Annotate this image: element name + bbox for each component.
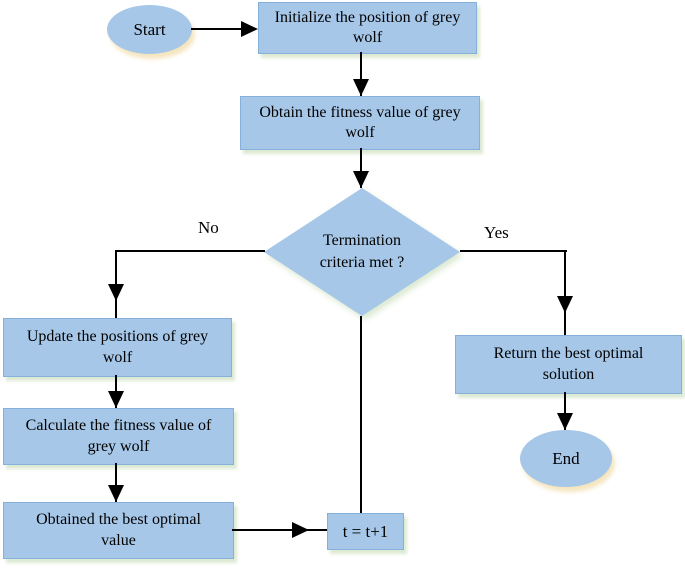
edge-return-end [564, 392, 566, 430]
node-initialize-label: Initialize the position of grey wolf [274, 8, 461, 46]
arrowhead-down-icon [108, 485, 124, 502]
node-start: Start [107, 5, 192, 54]
edge-obtain-termination [360, 148, 362, 188]
edge-increment-termination [360, 316, 362, 513]
arrowhead-down-icon [353, 171, 369, 188]
node-return-label: Return the best optimal solution [493, 345, 644, 383]
arrowhead-right-icon [292, 522, 309, 538]
edge-termination-yes-vertical [564, 250, 566, 335]
edge-start-initialize [191, 28, 251, 30]
edge-label-no: No [196, 218, 221, 238]
node-end: End [520, 430, 612, 487]
node-update-label: Update the positions of grey wolf [26, 328, 209, 366]
node-calculate-label: Calculate the fitness value of grey wolf [25, 417, 212, 455]
edge-bestoptimal-increment [232, 529, 327, 531]
node-termination-decision: Termination criteria met ? [264, 188, 460, 316]
node-best-optimal-label: Obtained the best optimal value [36, 511, 201, 549]
node-increment-t: t = t+1 [327, 513, 404, 550]
node-obtain-fitness: Obtain the fitness value of grey wolf [240, 96, 480, 150]
arrowhead-down-icon [108, 284, 124, 301]
node-end-label: End [552, 448, 580, 468]
edge-termination-no-horizontal [115, 250, 265, 252]
node-best-optimal-value: Obtained the best optimal value [3, 502, 234, 559]
node-increment-label: t = t+1 [342, 521, 389, 541]
node-calculate-fitness: Calculate the fitness value of grey wolf [3, 408, 234, 465]
edge-initialize-obtain [360, 52, 362, 96]
node-return-solution: Return the best optimal solution [455, 335, 682, 394]
arrowhead-down-icon [557, 296, 573, 313]
arrowhead-down-icon [557, 413, 573, 430]
edge-calculate-bestoptimal [115, 463, 117, 502]
node-initialize-position: Initialize the position of grey wolf [258, 2, 477, 54]
node-update-positions: Update the positions of grey wolf [3, 318, 232, 377]
node-obtain-fitness-label: Obtain the fitness value of grey wolf [259, 103, 461, 141]
arrowhead-right-icon [241, 21, 258, 37]
diamond-shape: Termination criteria met ? [264, 188, 460, 316]
node-termination-label: Termination criteria met ? [319, 232, 405, 271]
edge-termination-yes-horizontal [460, 250, 567, 252]
edge-label-yes: Yes [482, 223, 511, 243]
arrowhead-down-icon [353, 79, 369, 96]
node-start-label: Start [133, 19, 166, 39]
arrowhead-down-icon [108, 391, 124, 408]
